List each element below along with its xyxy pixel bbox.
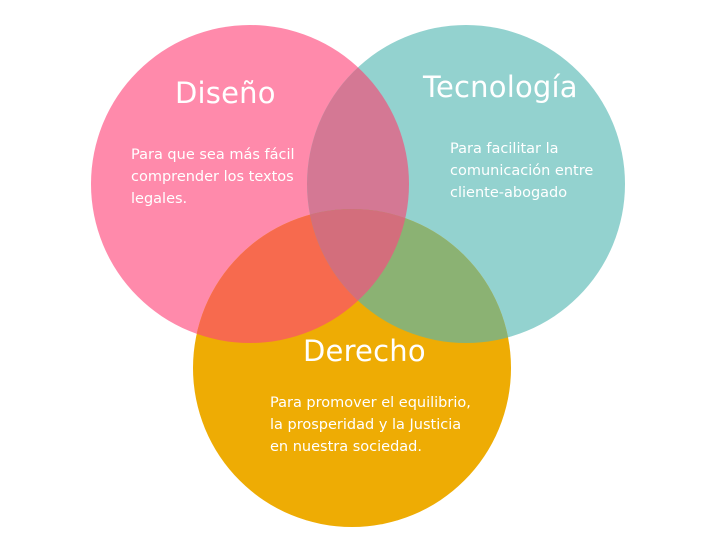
derecho-description-line: en nuestra sociedad.	[270, 439, 422, 455]
tecnologia-title: Tecnología	[423, 70, 578, 104]
derecho-description-line: la prosperidad y la Justicia	[270, 417, 462, 433]
tecnologia-description-line: comunicación entre	[450, 163, 594, 179]
diseno-description-line: comprender los textos	[131, 169, 294, 185]
diseno-title: Diseño	[175, 76, 276, 110]
derecho-description-line: Para promover el equilibrio,	[270, 395, 471, 411]
derecho-title: Derecho	[303, 334, 426, 368]
derecho-description: Para promover el equilibrio, la prosperi…	[270, 392, 490, 458]
tecnologia-description-line: cliente-abogado	[450, 185, 568, 201]
tecnologia-description: Para facilitar la comunicación entre cli…	[450, 138, 620, 204]
diseno-description-line: Para que sea más fácil	[131, 147, 295, 163]
tecnologia-description-line: Para facilitar la	[450, 141, 559, 157]
diseno-description-line: legales.	[131, 191, 188, 207]
diseno-description: Para que sea más fácil comprender los te…	[131, 144, 321, 210]
